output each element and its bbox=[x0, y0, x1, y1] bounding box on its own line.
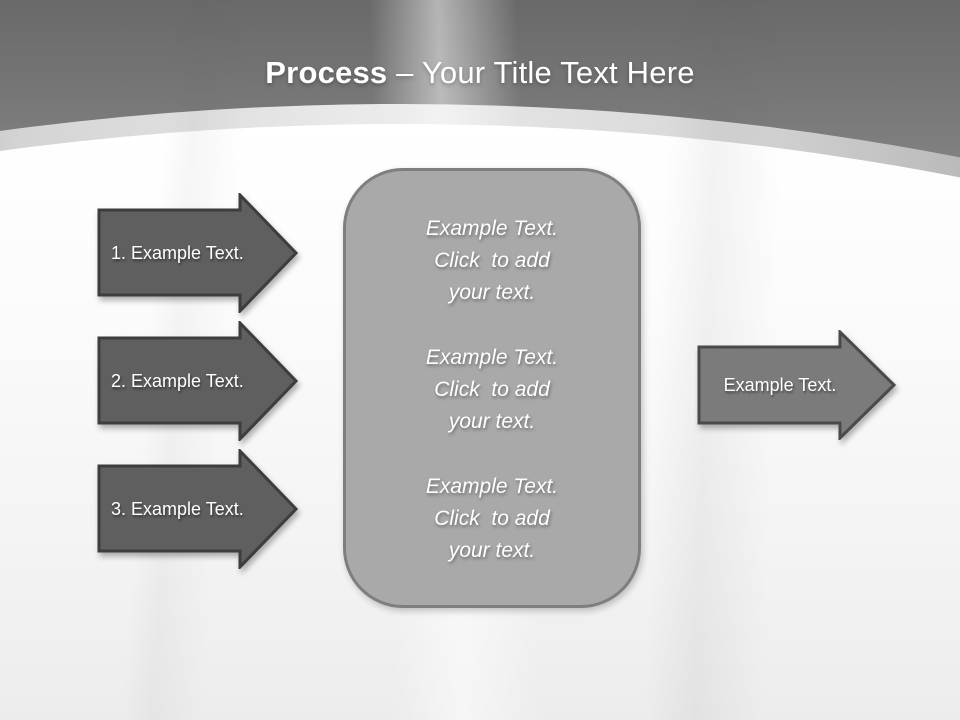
step-arrow-2[interactable]: 2. Example Text. bbox=[97, 321, 298, 441]
placeholder-text-2: Example Text. Click to add your text. bbox=[425, 346, 559, 433]
slide-title-emphasis: Process bbox=[265, 55, 388, 90]
step-arrow-2-label: 2. Example Text. bbox=[111, 370, 244, 391]
output-arrow-label: Example Text. bbox=[723, 374, 837, 395]
step-arrow-3-label: 3. Example Text. bbox=[111, 498, 244, 519]
center-text-box[interactable]: Example Text. Click to add your text. Ex… bbox=[343, 168, 641, 608]
slide-title-rest: Your Title Text Here bbox=[421, 55, 695, 90]
step-arrow-3[interactable]: 3. Example Text. bbox=[97, 449, 298, 569]
output-arrow[interactable]: Example Text. bbox=[697, 330, 897, 440]
placeholder-text-3: Example Text. Click to add your text. bbox=[425, 475, 559, 562]
slide-title[interactable]: Process – Your Title Text Here bbox=[0, 55, 960, 91]
step-arrow-1-label: 1. Example Text. bbox=[111, 242, 244, 263]
placeholder-text-1: Example Text. Click to add your text. bbox=[425, 217, 559, 304]
slide-title-separator: – bbox=[387, 55, 422, 90]
step-arrow-1[interactable]: 1. Example Text. bbox=[97, 193, 298, 313]
